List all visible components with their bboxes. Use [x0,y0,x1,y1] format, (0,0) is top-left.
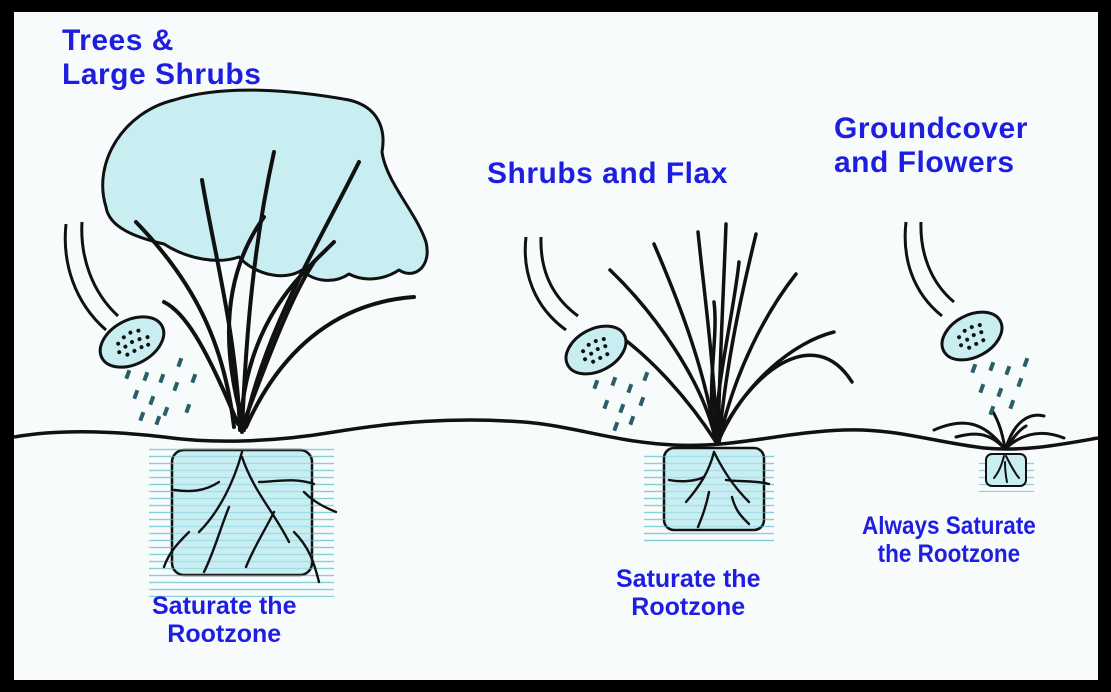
watering-can-icon [63,221,198,426]
caption-groundcover: Always Saturate the Rootzone [862,512,1036,568]
ground-line [14,418,1098,451]
watering-can-icon [903,221,1030,416]
heading-trees-line2: Large Shrubs [62,57,262,91]
watering-can-icon [523,236,650,432]
flax-icon [608,222,854,542]
heading-groundcover: Groundcover and Flowers [834,112,1028,179]
caption-groundcover-line1: Always Saturate [862,512,1036,540]
caption-trees: Saturate the Rootzone [152,592,296,648]
heading-trees-line1: Trees & [62,24,174,57]
heading-shrubs: Shrubs and Flax [487,157,728,191]
caption-shrubs-line1: Saturate the [616,565,761,593]
heading-groundcover-line2: and Flowers [834,145,1015,179]
caption-trees-line2: Rootzone [167,620,282,648]
heading-trees: Trees & Large Shrubs [62,24,261,91]
tree-icon [101,88,429,597]
watering-illustration [14,88,1098,597]
groundcover-icon [932,408,1066,492]
diagram-panel: Trees & Large Shrubs Shrubs and Flax Gro… [14,12,1098,680]
caption-trees-line1: Saturate the [152,592,297,620]
caption-shrubs: Saturate the Rootzone [616,565,760,621]
caption-groundcover-line2: the Rootzone [877,540,1021,568]
heading-groundcover-line1: Groundcover [834,112,1028,145]
caption-shrubs-line2: Rootzone [631,593,746,621]
heading-shrubs-line1: Shrubs and Flax [487,157,728,190]
